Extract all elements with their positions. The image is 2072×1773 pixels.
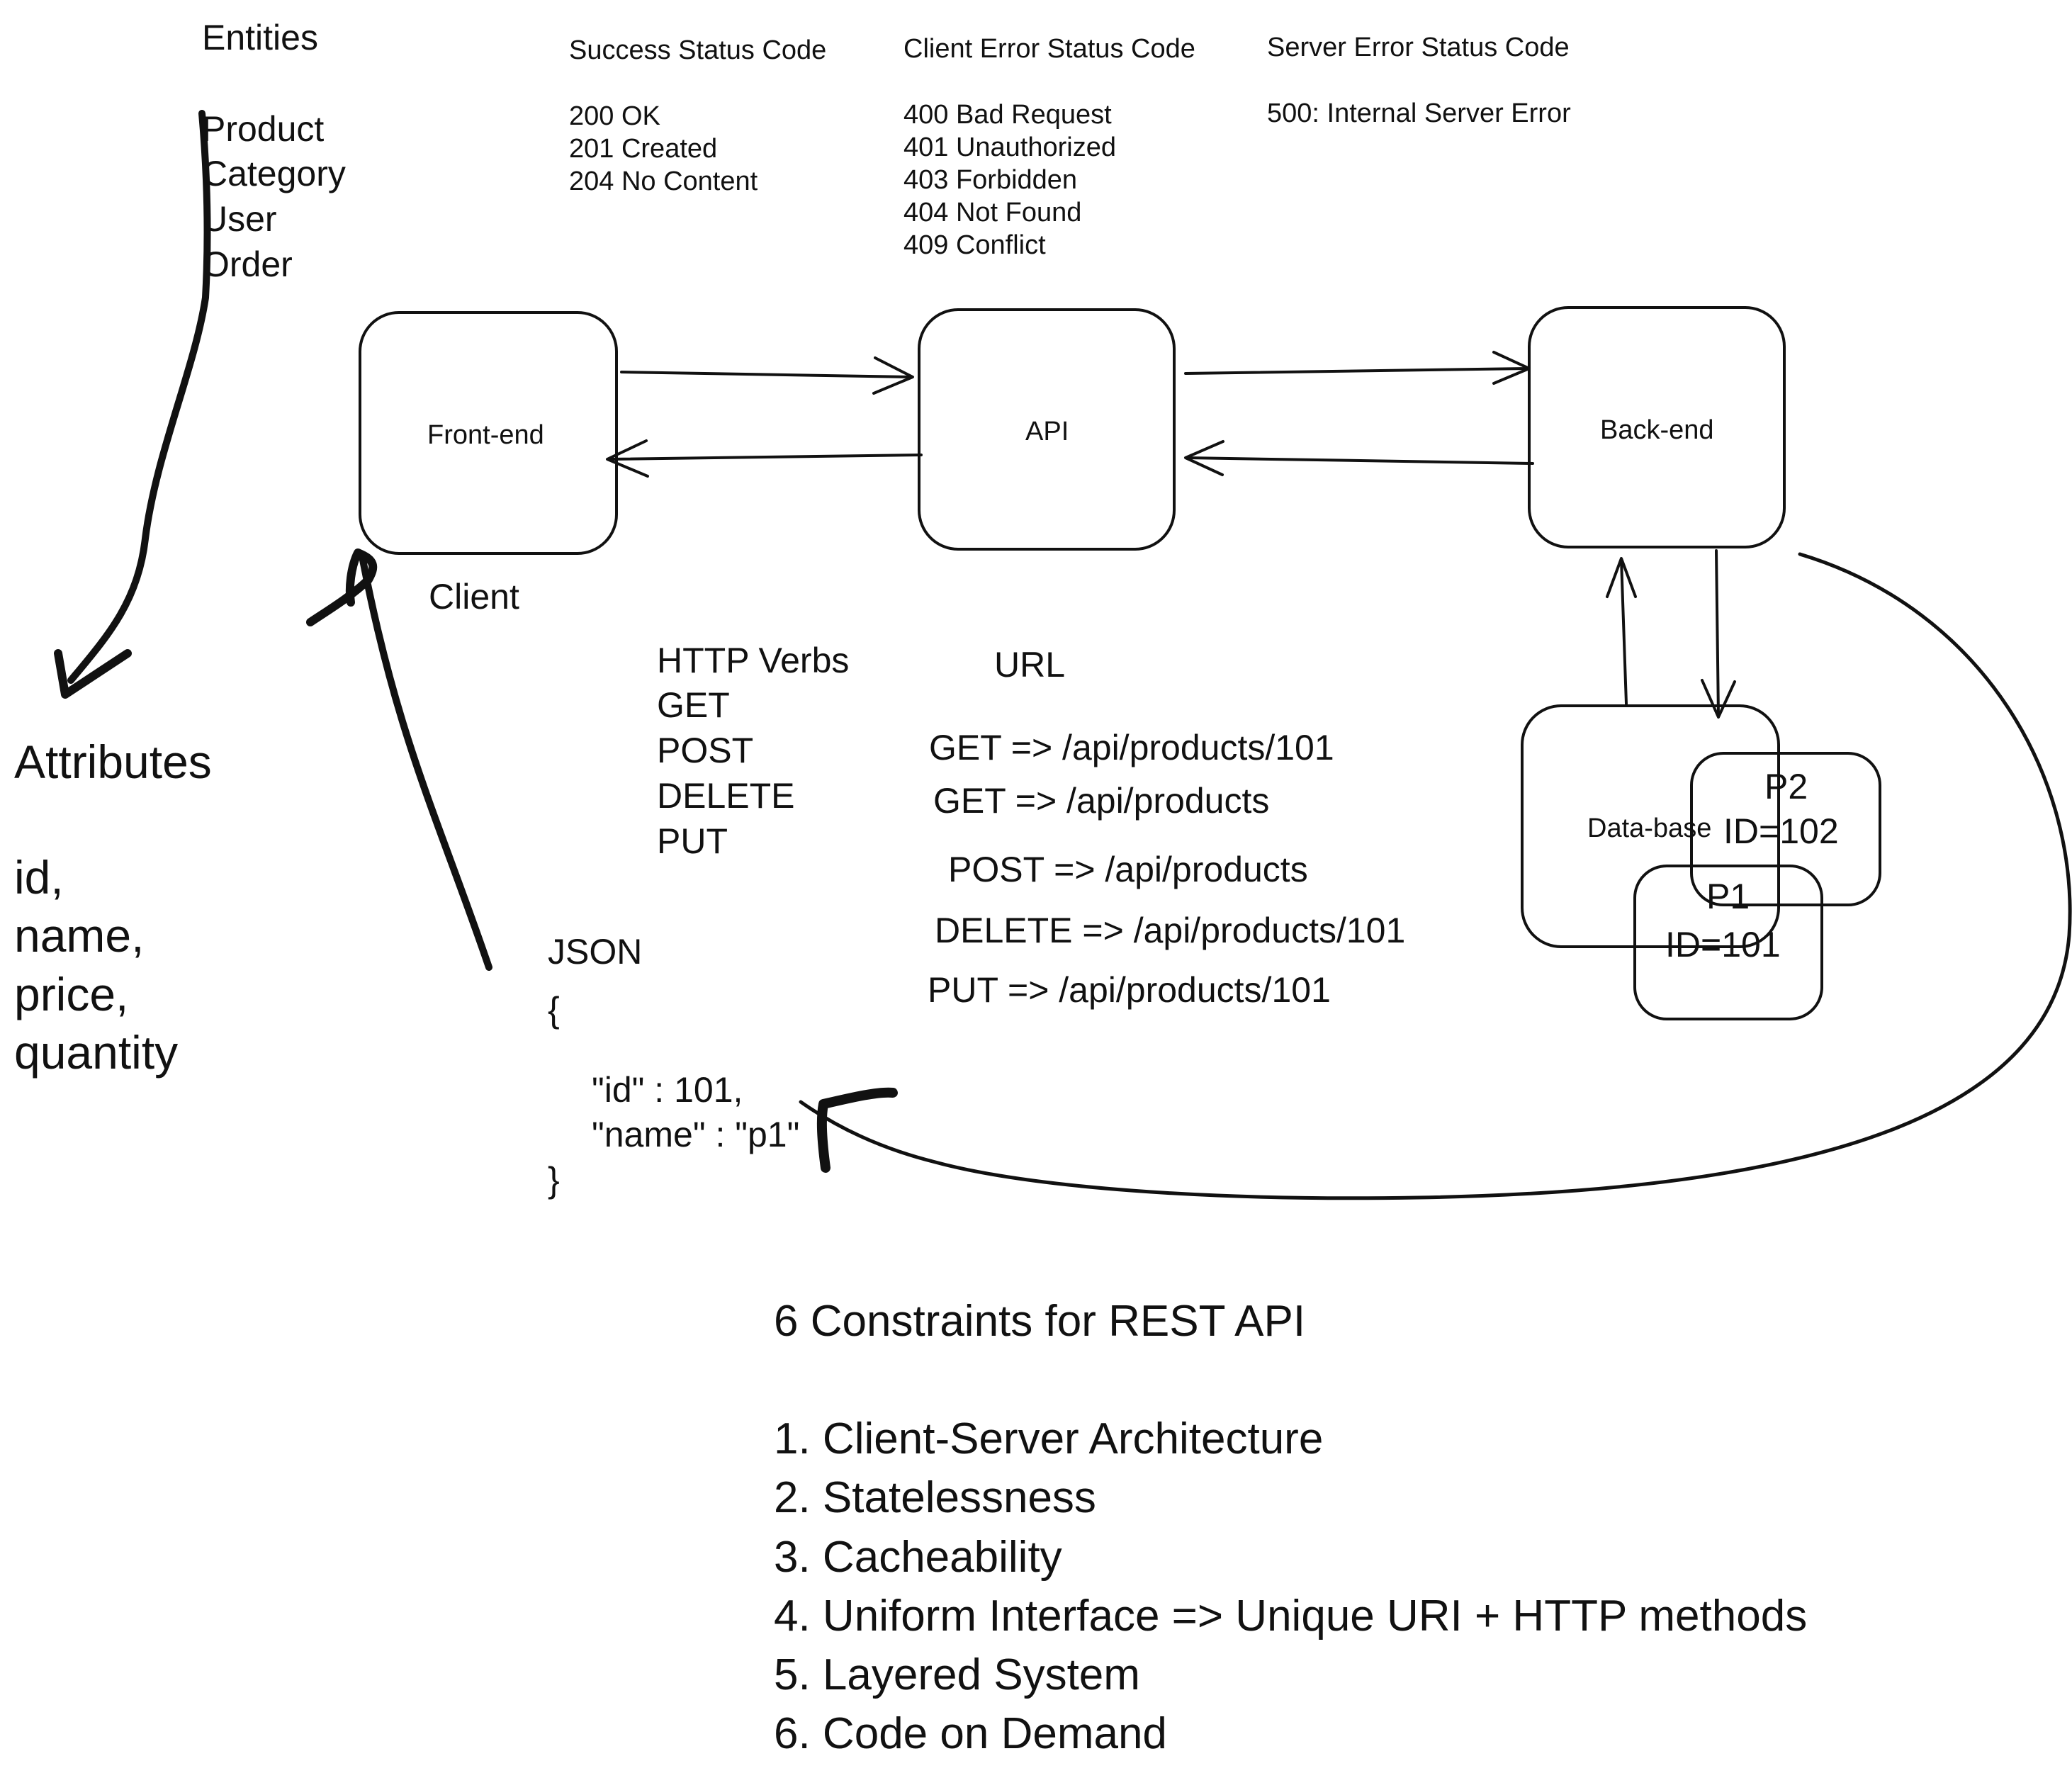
- constraints-heading: 6 Constraints for REST API: [774, 1297, 1306, 1346]
- url-get-all: GET => /api/products: [933, 781, 1270, 821]
- status-201: 201 Created: [569, 134, 718, 164]
- attribute-price: price,: [14, 968, 129, 1020]
- attribute-name: name,: [14, 909, 145, 962]
- arrowhead-api-to-backend: [1492, 351, 1531, 385]
- arrow-entities-to-attributes: [67, 110, 211, 684]
- arrow-database-to-backend: [1620, 558, 1628, 705]
- arrow-frontend-to-api: [620, 371, 912, 378]
- status-400: 400 Bad Request: [903, 100, 1112, 130]
- verb-delete: DELETE: [657, 776, 795, 816]
- entity-order: Order: [202, 244, 293, 284]
- json-heading: JSON: [548, 932, 643, 972]
- verb-get: GET: [657, 685, 730, 725]
- api-box[interactable]: [918, 308, 1176, 551]
- status-401: 401 Unauthorized: [903, 133, 1116, 162]
- entity-category: Category: [202, 154, 346, 193]
- http-verbs-heading: HTTP Verbs: [657, 641, 850, 680]
- backend-box[interactable]: [1528, 306, 1786, 548]
- frontend-label: Front-end: [427, 420, 544, 450]
- json-close-brace: }: [548, 1160, 560, 1200]
- json-id-line: "id" : 101,: [592, 1070, 743, 1110]
- constraint-2: 2. Statelessness: [774, 1473, 1096, 1522]
- p2-id-label: ID=102: [1723, 811, 1839, 851]
- json-name-line: "name" : "p1": [592, 1115, 800, 1154]
- p2-record-box[interactable]: [1690, 752, 1881, 906]
- json-open-brace: {: [548, 990, 560, 1030]
- arrow-backend-to-api: [1186, 456, 1534, 465]
- constraint-4: 4. Uniform Interface => Unique URI + HTT…: [774, 1592, 1808, 1640]
- attribute-id: id,: [14, 851, 64, 904]
- attributes-heading: Attributes: [14, 736, 212, 788]
- status-500: 500: Internal Server Error: [1267, 98, 1571, 128]
- entity-product: Product: [202, 109, 325, 149]
- p1-record-box[interactable]: [1633, 865, 1823, 1020]
- arrow-api-to-backend: [1184, 367, 1528, 375]
- arrowhead-backend-to-database: [1701, 679, 1736, 719]
- arrowhead-frontend-to-api: [872, 356, 914, 395]
- status-403: 403 Forbidden: [903, 165, 1078, 195]
- frontend-box[interactable]: [359, 311, 618, 555]
- url-delete: DELETE => /api/products/101: [935, 911, 1406, 950]
- p1-name-label: P1: [1706, 877, 1750, 916]
- status-200: 200 OK: [569, 101, 660, 131]
- url-heading: URL: [994, 645, 1066, 685]
- arrowhead-backend-to-api: [1184, 440, 1224, 476]
- verb-put: PUT: [657, 821, 728, 861]
- p2-name-label: P2: [1764, 767, 1808, 806]
- url-get-single: GET => /api/products/101: [929, 728, 1334, 767]
- arrowhead-api-to-frontend: [606, 439, 649, 478]
- arrowhead-json-to-client: [306, 548, 378, 626]
- arrowhead-backend-to-json: [816, 1087, 898, 1173]
- status-204: 204 No Content: [569, 167, 758, 196]
- api-label: API: [1025, 417, 1069, 446]
- constraint-6: 6. Code on Demand: [774, 1709, 1167, 1758]
- arrowhead-database-to-backend: [1606, 557, 1637, 598]
- p1-id-label: ID=101: [1665, 925, 1781, 964]
- constraint-1: 1. Client-Server Architecture: [774, 1414, 1324, 1463]
- attribute-quantity: quantity: [14, 1026, 179, 1079]
- client-error-status-heading: Client Error Status Code: [903, 34, 1195, 64]
- arrow-backend-to-json: [799, 552, 2072, 1200]
- constraint-3: 3. Cacheability: [774, 1533, 1062, 1582]
- success-status-heading: Success Status Code: [569, 35, 827, 65]
- status-404: 404 Not Found: [903, 198, 1082, 227]
- arrow-api-to-frontend: [608, 454, 923, 461]
- arrow-json-to-client: [359, 556, 492, 971]
- arrow-backend-to-database: [1715, 549, 1720, 717]
- arrowhead-entities-to-attributes: [54, 649, 132, 699]
- backend-label: Back-end: [1600, 415, 1714, 445]
- url-put: PUT => /api/products/101: [928, 970, 1331, 1010]
- url-post: POST => /api/products: [948, 850, 1308, 889]
- entities-heading: Entities: [202, 18, 318, 57]
- server-error-status-heading: Server Error Status Code: [1267, 33, 1570, 62]
- entity-user: User: [202, 199, 277, 239]
- constraint-5: 5. Layered System: [774, 1650, 1140, 1699]
- status-409: 409 Conflict: [903, 230, 1046, 260]
- verb-post: POST: [657, 731, 754, 770]
- database-box[interactable]: [1521, 704, 1780, 948]
- database-label: Data-base: [1587, 814, 1712, 843]
- client-label: Client: [429, 577, 519, 617]
